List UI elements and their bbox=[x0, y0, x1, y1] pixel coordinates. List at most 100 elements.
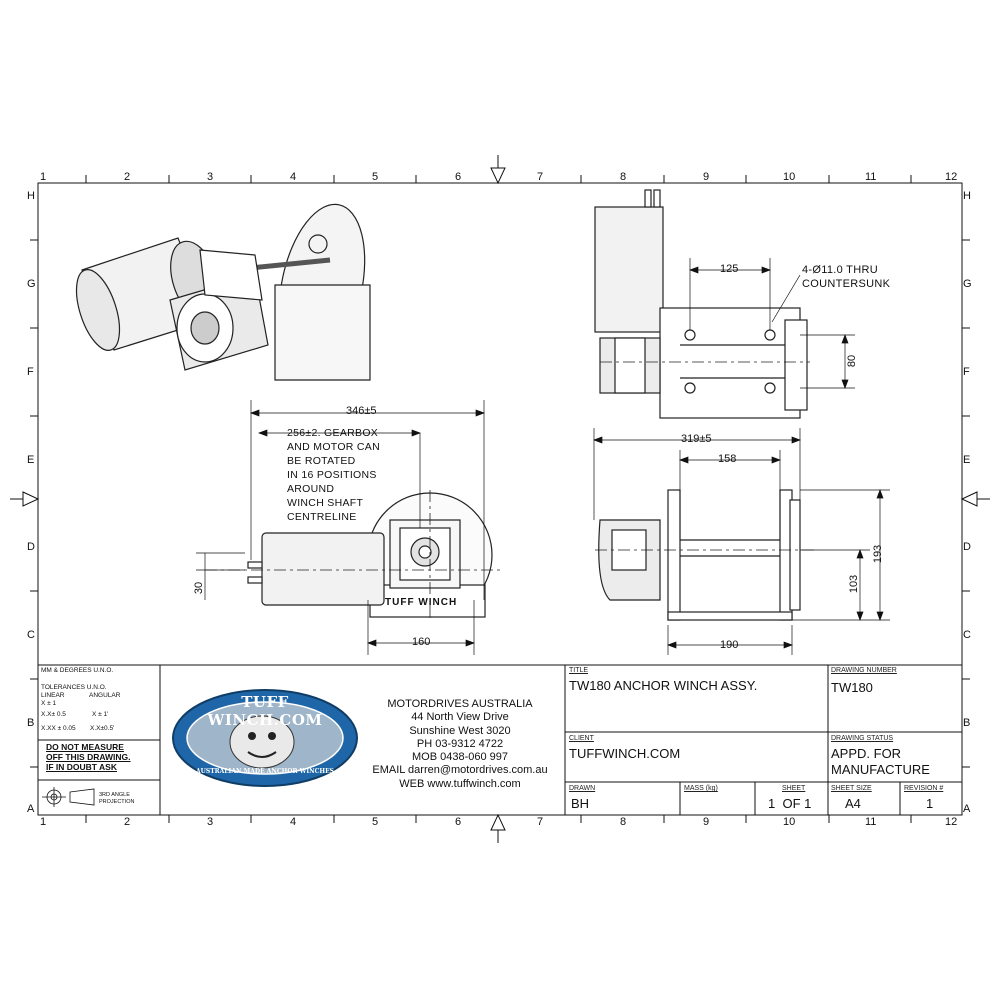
note-line: WINCH SHAFT bbox=[287, 497, 364, 509]
callout-line: COUNTERSUNK bbox=[802, 278, 891, 290]
col-label: 9 bbox=[703, 171, 710, 183]
row-label: A bbox=[963, 803, 971, 815]
tol-xxx: X.XX ± 0.05 bbox=[41, 725, 76, 732]
units-note: MM & DEGREES U.N.O. bbox=[41, 667, 114, 674]
mass-label: MASS (kg) bbox=[684, 785, 718, 792]
client-name: TUFFWINCH.COM bbox=[569, 746, 681, 761]
company-details: MOTORDRIVES AUSTRALIA 44 North View Driv… bbox=[360, 698, 560, 791]
rotation-note: 256±2. GEARBOX AND MOTOR CAN BE ROTATED … bbox=[287, 426, 380, 524]
revision-value: 1 bbox=[926, 796, 934, 811]
col-label: 6 bbox=[455, 171, 462, 183]
status-line: MANUFACTURE bbox=[831, 762, 930, 777]
row-ticks bbox=[30, 239, 970, 768]
company-line: PH 03-9312 4722 bbox=[416, 737, 504, 750]
projection-line: 3RD ANGLE bbox=[99, 792, 130, 798]
dim-base-160: 160 bbox=[412, 636, 431, 648]
status-label: DRAWING STATUS bbox=[831, 735, 894, 742]
isometric-view bbox=[75, 203, 371, 381]
row-label: H bbox=[27, 190, 35, 202]
dim-hole-spacing-80: 80 bbox=[846, 354, 859, 368]
row-label: C bbox=[27, 629, 35, 641]
col-label: 1 bbox=[40, 816, 47, 828]
projection-symbol bbox=[42, 787, 95, 807]
row-label: G bbox=[963, 278, 972, 290]
dim-offset-30: 30 bbox=[193, 581, 206, 595]
company-line: MOB 0438-060 997 bbox=[411, 751, 508, 764]
dim-height-193: 193 bbox=[872, 544, 885, 564]
company-line: 44 North View Drive bbox=[411, 711, 509, 724]
sheet-value: 1 OF 1 bbox=[768, 796, 812, 811]
col-label: 8 bbox=[620, 171, 627, 183]
front-view-dimensions bbox=[196, 400, 485, 655]
callout-line: 4-Ø11.0 THRU bbox=[802, 264, 878, 276]
dim-drum-158: 158 bbox=[718, 453, 737, 465]
column-ticks bbox=[85, 175, 912, 823]
plate-brand-text: TUFF WINCH bbox=[385, 597, 458, 608]
centering-arrows bbox=[10, 155, 990, 843]
tolerances-title: TOLERANCES U.N.O. bbox=[41, 684, 107, 691]
col-label: 4 bbox=[290, 816, 297, 828]
drawing-number: TW180 bbox=[831, 680, 873, 695]
angular-heading: ANGULAR bbox=[89, 692, 121, 699]
note-line: IN 16 POSITIONS bbox=[287, 469, 377, 481]
col-label: 4 bbox=[290, 171, 297, 183]
linear-heading: LINEAR bbox=[41, 692, 65, 699]
side-view bbox=[595, 489, 815, 621]
title-label: TITLE bbox=[569, 667, 589, 674]
projection-label: 3RD ANGLE PROJECTION bbox=[99, 792, 134, 806]
dim-base-190: 190 bbox=[720, 639, 739, 651]
drawn-by: BH bbox=[571, 796, 590, 811]
row-label: B bbox=[27, 717, 35, 729]
title-block-lines bbox=[38, 664, 962, 815]
col-label: 10 bbox=[783, 171, 796, 183]
row-label: H bbox=[963, 190, 971, 202]
row-label: F bbox=[27, 366, 34, 378]
row-label: E bbox=[963, 454, 971, 466]
note-line: CENTRELINE bbox=[287, 511, 357, 523]
col-label: 6 bbox=[455, 816, 462, 828]
row-label: D bbox=[27, 541, 35, 553]
top-view-dimensions bbox=[689, 258, 855, 389]
col-label: 11 bbox=[865, 816, 877, 828]
col-label: 2 bbox=[124, 816, 131, 828]
col-label: 11 bbox=[865, 171, 877, 183]
projection-line: PROJECTION bbox=[99, 799, 135, 805]
row-label: A bbox=[27, 803, 35, 815]
row-label: B bbox=[963, 717, 971, 729]
col-label: 5 bbox=[372, 816, 379, 828]
client-label: CLIENT bbox=[569, 735, 594, 742]
col-label: 12 bbox=[945, 816, 958, 828]
company-line: Sunshine West 3020 bbox=[409, 724, 511, 737]
row-label: C bbox=[963, 629, 971, 641]
tol-ang1: X ± 1' bbox=[92, 711, 109, 718]
company-line: WEB www.tuffwinch.com bbox=[399, 777, 521, 790]
dim-hole-spacing-125: 125 bbox=[720, 263, 739, 275]
note-line: AROUND bbox=[287, 483, 335, 495]
warning-line: DO NOT MEASURE bbox=[46, 742, 124, 752]
sheet-size: A4 bbox=[845, 796, 861, 811]
col-label: 9 bbox=[703, 816, 710, 828]
dim-height-103: 103 bbox=[848, 574, 861, 594]
status-line: APPD. FOR bbox=[831, 746, 902, 761]
note-line: BE ROTATED bbox=[287, 455, 356, 467]
measure-warning: DO NOT MEASURE OFF THIS DRAWING. IF IN D… bbox=[46, 742, 131, 772]
row-label: D bbox=[963, 541, 971, 553]
col-label: 7 bbox=[537, 171, 544, 183]
revision-label: REVISION # bbox=[904, 785, 944, 792]
row-label: F bbox=[963, 366, 970, 378]
tol-ang2: X.X±0.5' bbox=[90, 725, 115, 732]
side-view-dimensions bbox=[593, 428, 890, 655]
warning-line: OFF THIS DRAWING. bbox=[46, 752, 131, 762]
col-label: 7 bbox=[537, 816, 544, 828]
hole-callout: 4-Ø11.0 THRU COUNTERSUNK bbox=[802, 263, 890, 291]
note-line: AND MOTOR CAN bbox=[287, 441, 380, 453]
col-label: 3 bbox=[207, 171, 214, 183]
drawing-number-label: DRAWING NUMBER bbox=[831, 667, 897, 674]
col-label: 5 bbox=[372, 171, 379, 183]
logo-bottom-text: AUSTRALIAN MADE ANCHOR WINCHES bbox=[195, 768, 334, 775]
col-label: 12 bbox=[945, 171, 958, 183]
brand-logo bbox=[172, 689, 358, 787]
col-label: 8 bbox=[620, 816, 627, 828]
tol-xx: X.X± 0.5 bbox=[41, 711, 66, 718]
